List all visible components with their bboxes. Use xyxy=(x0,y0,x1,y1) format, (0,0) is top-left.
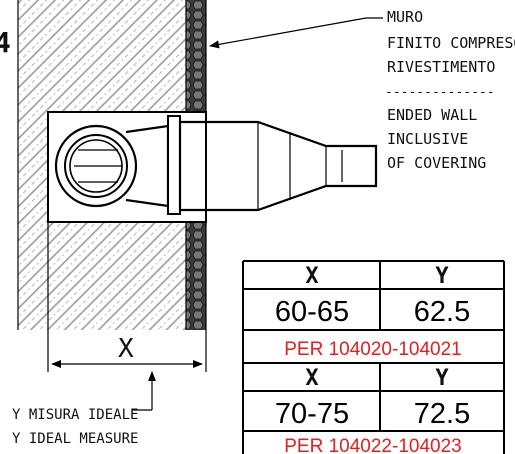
wall-label-en-line2: INCLUSIVE xyxy=(387,130,468,148)
wall-label-it-line3: RIVESTIMENTO xyxy=(387,58,495,76)
label-divider: -------------- xyxy=(385,85,495,100)
wall-label-it-line2: FINITO COMPRESO xyxy=(387,34,515,52)
dimension-x-label: X xyxy=(118,334,134,364)
table-header-y: Y xyxy=(435,264,449,289)
plug-nozzle xyxy=(178,120,378,212)
table-x-value: 70-75 xyxy=(275,398,349,430)
wall-label-en-line3: OF COVERING xyxy=(387,154,486,172)
pipe-fitting-circle xyxy=(54,124,138,208)
table-y-value: 72.5 xyxy=(414,398,470,430)
table-header-y: Y xyxy=(435,366,449,391)
table-header-x: X xyxy=(305,264,318,289)
table-product-ref: PER 104020-104021 xyxy=(284,339,461,360)
wall-label-it-line1: MURO xyxy=(387,8,423,26)
fitting-flange xyxy=(167,115,181,215)
measure-note-leader xyxy=(132,371,156,411)
table-x-value: 60-65 xyxy=(275,296,349,328)
wall-label-leader xyxy=(209,17,383,49)
table-y-value: 62.5 xyxy=(414,296,470,328)
wall-label-en-line1: ENDED WALL xyxy=(387,106,477,124)
table-header-x: X xyxy=(305,366,318,391)
dimension-table xyxy=(242,260,505,454)
table-product-ref: PER 104022-104023 xyxy=(284,436,461,454)
dimension-x xyxy=(47,222,207,372)
measure-note-line1: Y MISURA IDEALE xyxy=(12,407,138,423)
measure-note-line2: Y IDEAL MEASURE xyxy=(12,431,138,447)
page-number: 4 xyxy=(0,26,11,59)
